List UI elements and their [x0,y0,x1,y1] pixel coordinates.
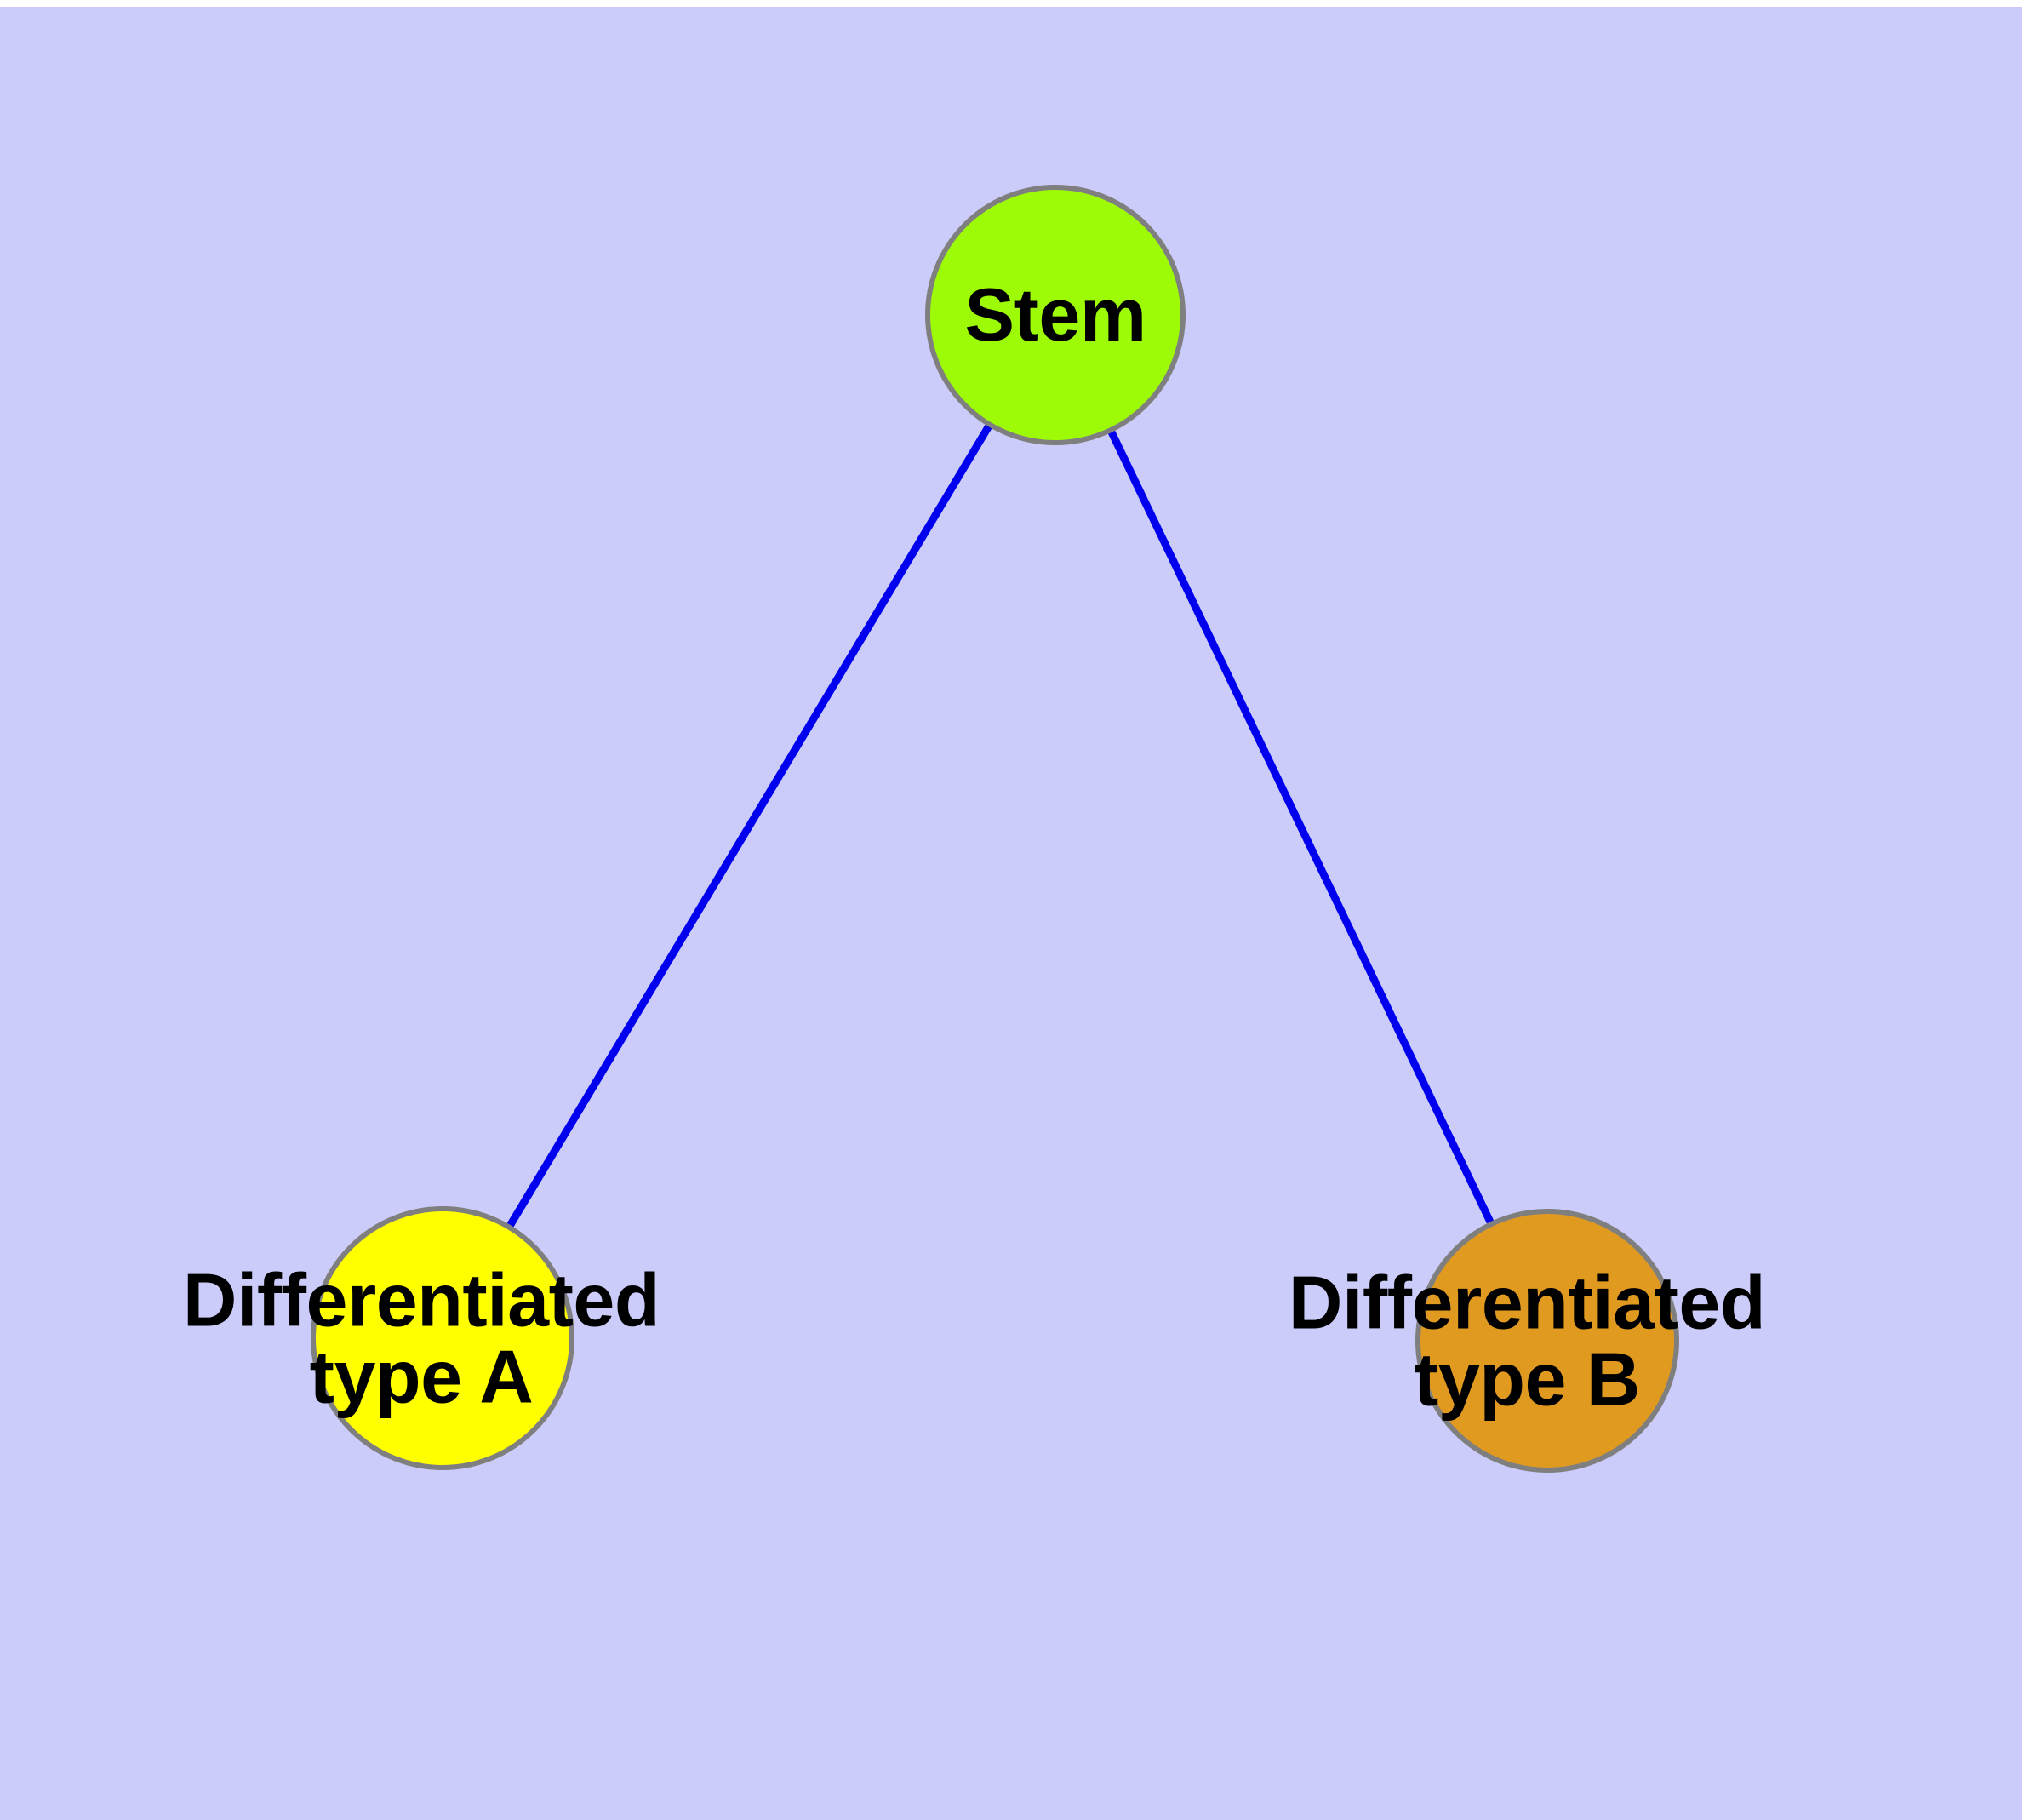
graph-svg [311,185,1679,1473]
edges-layer [504,419,1497,1233]
nodes-layer [311,185,1679,1473]
edge-stem-to-a[interactable] [504,419,995,1233]
node-circle-diff-b[interactable] [1415,1209,1679,1473]
node-circle-diff-a[interactable] [311,1206,574,1470]
node-circle-stem[interactable] [925,185,1186,445]
edge-stem-to-b[interactable] [1106,425,1497,1229]
